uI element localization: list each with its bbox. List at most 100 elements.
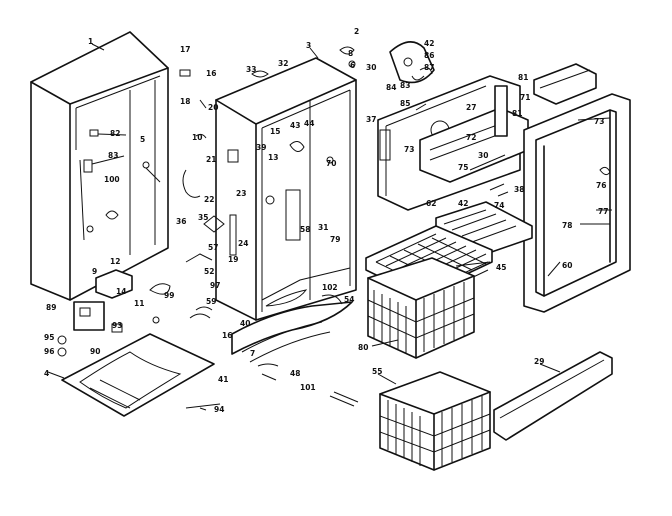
label-81: 81 [518, 73, 528, 82]
label-39: 39 [256, 143, 266, 152]
label-2: 2 [354, 27, 359, 36]
label-101: 101 [300, 383, 316, 392]
label-18: 18 [180, 97, 190, 106]
label-6: 6 [350, 61, 355, 70]
basket-lower [379, 371, 491, 471]
label-20: 20 [208, 103, 218, 112]
label-94: 94 [214, 405, 224, 414]
label-84: 84 [386, 83, 396, 92]
label-72: 72 [466, 133, 476, 142]
label-15: 15 [270, 127, 280, 136]
label-58: 58 [300, 225, 310, 234]
label-8: 8 [348, 49, 353, 58]
label-83: 83 [400, 81, 410, 90]
label-27: 27 [466, 103, 476, 112]
label-99: 99 [164, 291, 174, 300]
label-70: 70 [326, 159, 336, 168]
label-38: 38 [514, 185, 524, 194]
label-57: 57 [208, 243, 218, 252]
label-97: 97 [210, 281, 220, 290]
label-13: 13 [268, 153, 278, 162]
outer-cabinet [30, 31, 169, 301]
label-33: 33 [246, 65, 256, 74]
label-40: 40 [240, 319, 250, 328]
kick-plate-29 [493, 351, 613, 441]
label-90: 90 [90, 347, 100, 356]
label-45: 45 [496, 263, 506, 272]
label-93: 93 [112, 321, 122, 330]
label-74: 74 [494, 201, 504, 210]
label-9: 9 [92, 267, 97, 276]
label-17: 17 [180, 45, 190, 54]
label-16: 16 [206, 69, 216, 78]
control-housing [57, 269, 211, 357]
label-60: 60 [562, 261, 572, 270]
label-14: 14 [116, 287, 126, 296]
label-89: 89 [46, 303, 56, 312]
label-96: 96 [44, 347, 54, 356]
label-11: 11 [134, 299, 144, 308]
label-22: 22 [204, 195, 214, 204]
label-12: 12 [110, 257, 120, 266]
label-73: 73 [594, 117, 604, 126]
label-71: 71 [520, 93, 530, 102]
label-19: 19 [228, 255, 238, 264]
label-59: 59 [206, 297, 216, 306]
label-32: 32 [278, 59, 288, 68]
label-30: 30 [366, 63, 376, 72]
label-52: 52 [204, 267, 214, 276]
label-35: 35 [198, 213, 208, 222]
label-7: 7 [250, 349, 255, 358]
label-4: 4 [44, 369, 49, 378]
label-44: 44 [304, 119, 314, 128]
label-1: 1 [88, 37, 93, 46]
label-85: 85 [400, 99, 410, 108]
label-73b: 73 [404, 145, 414, 154]
label-37: 37 [366, 115, 376, 124]
evaporator-cover [377, 75, 529, 211]
label-3: 3 [306, 41, 311, 50]
fan-assembly [339, 41, 435, 84]
label-24: 24 [238, 239, 248, 248]
label-55: 55 [372, 367, 382, 376]
label-31: 31 [318, 223, 328, 232]
basket-upper [367, 257, 475, 359]
label-95: 95 [44, 333, 54, 342]
label-100: 100 [104, 175, 120, 184]
label-10: 10 [192, 133, 202, 142]
inner-liner [215, 57, 357, 321]
label-81b: 81 [512, 109, 522, 118]
label-86: 86 [424, 51, 434, 60]
label-43: 43 [290, 121, 300, 130]
label-54: 54 [344, 295, 354, 304]
label-83b: 83 [108, 151, 118, 160]
label-82: 82 [110, 129, 120, 138]
label-79: 79 [330, 235, 340, 244]
label-80: 80 [358, 343, 368, 352]
screws-and-clips [152, 69, 509, 409]
label-42: 42 [424, 39, 434, 48]
label-21: 21 [206, 155, 216, 164]
label-30b: 30 [478, 151, 488, 160]
label-76: 76 [596, 181, 606, 190]
label-48: 48 [290, 369, 300, 378]
leader-lines [47, 43, 612, 411]
label-36: 36 [176, 217, 186, 226]
label-77: 77 [598, 207, 608, 216]
label-42b: 42 [458, 199, 468, 208]
label-5: 5 [140, 135, 145, 144]
label-75: 75 [458, 163, 468, 172]
label-62: 62 [426, 199, 436, 208]
door-gasket-frame [523, 93, 631, 313]
bracket-71 [533, 63, 597, 105]
label-23: 23 [236, 189, 246, 198]
label-87: 87 [424, 63, 434, 72]
label-41: 41 [218, 375, 228, 384]
drain-assembly [231, 294, 353, 367]
label-78: 78 [562, 221, 572, 230]
part-labels: 1 17 16 18 20 33 32 3 2 8 6 42 86 87 30 … [44, 27, 608, 414]
label-102: 102 [322, 283, 338, 292]
base-pan [61, 333, 215, 417]
